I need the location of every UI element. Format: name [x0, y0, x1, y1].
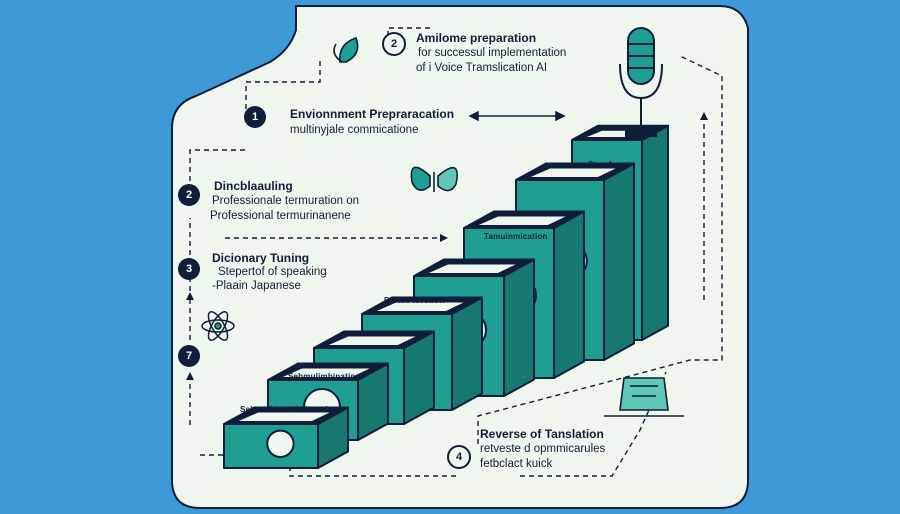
stair-label-5: Stap 1: [588, 160, 614, 169]
microphone-icon: [619, 27, 663, 137]
badge-step-7: 7: [178, 345, 200, 367]
chip-icon: [604, 377, 684, 417]
stair-plate-6: [277, 366, 375, 379]
butterfly-icon: [410, 166, 458, 192]
stair-label-3: Dernie Isestion: [384, 296, 445, 305]
stair-plate-3: [423, 262, 521, 275]
stair-plate-4: [371, 300, 469, 313]
stair-plate-2: [473, 214, 571, 227]
badge-step-2: 2: [178, 184, 200, 206]
badge-step-3: 3: [178, 258, 200, 280]
step-4-title: Reverse of Tanslation: [480, 427, 604, 441]
prep-line-3: of i Voice Tramslication AI: [416, 62, 548, 74]
badge-prep: 2: [382, 32, 406, 56]
step-1-sub: multinyjale commicatione: [290, 124, 419, 136]
stair-side-1: [603, 162, 635, 361]
staircase: [223, 124, 669, 469]
step-3-title: Dicionary Tuning: [212, 251, 310, 265]
badge-step-4: 4: [447, 445, 471, 469]
stair-label-4: Tamuinmication: [484, 232, 548, 241]
leaf-icon: [333, 36, 359, 63]
step-4-line-3: fetbclact kuick: [480, 458, 553, 470]
prep-line-2: for successul implementation: [418, 47, 567, 59]
step-4-line-2: retveste d opmmicarules: [480, 443, 606, 455]
stair-side-4: [451, 296, 483, 411]
step-3-line-2: Stepertof of speaking: [218, 266, 327, 278]
stair-side-2: [553, 210, 585, 379]
stair-label-2: Sebmulimbination: [288, 372, 361, 381]
prep-title: Amilome preparation: [416, 31, 537, 45]
stair-side-3: [503, 258, 535, 397]
stair-emblem: [266, 429, 295, 458]
step-2-line-3: Professional termurinanene: [210, 210, 351, 222]
badge-step-1: 1: [244, 106, 266, 128]
atom-icon: [201, 311, 235, 341]
stair-label-1: Sebmulition ofmisuation: [240, 405, 338, 414]
step-2-title: Dincblaauling: [214, 179, 293, 193]
step-3-line-3: -Plaain Japanese: [212, 280, 301, 292]
double-arrow: [468, 110, 566, 122]
step-2-line-2: Professionale termuration on: [212, 195, 360, 207]
step-1-title: Envionnment Prepraracation: [290, 107, 455, 121]
stair-plate-7: [233, 410, 335, 423]
stair-plate-1: [525, 166, 621, 179]
stair-plate-5: [323, 334, 421, 347]
stair-side-0: [641, 124, 669, 341]
